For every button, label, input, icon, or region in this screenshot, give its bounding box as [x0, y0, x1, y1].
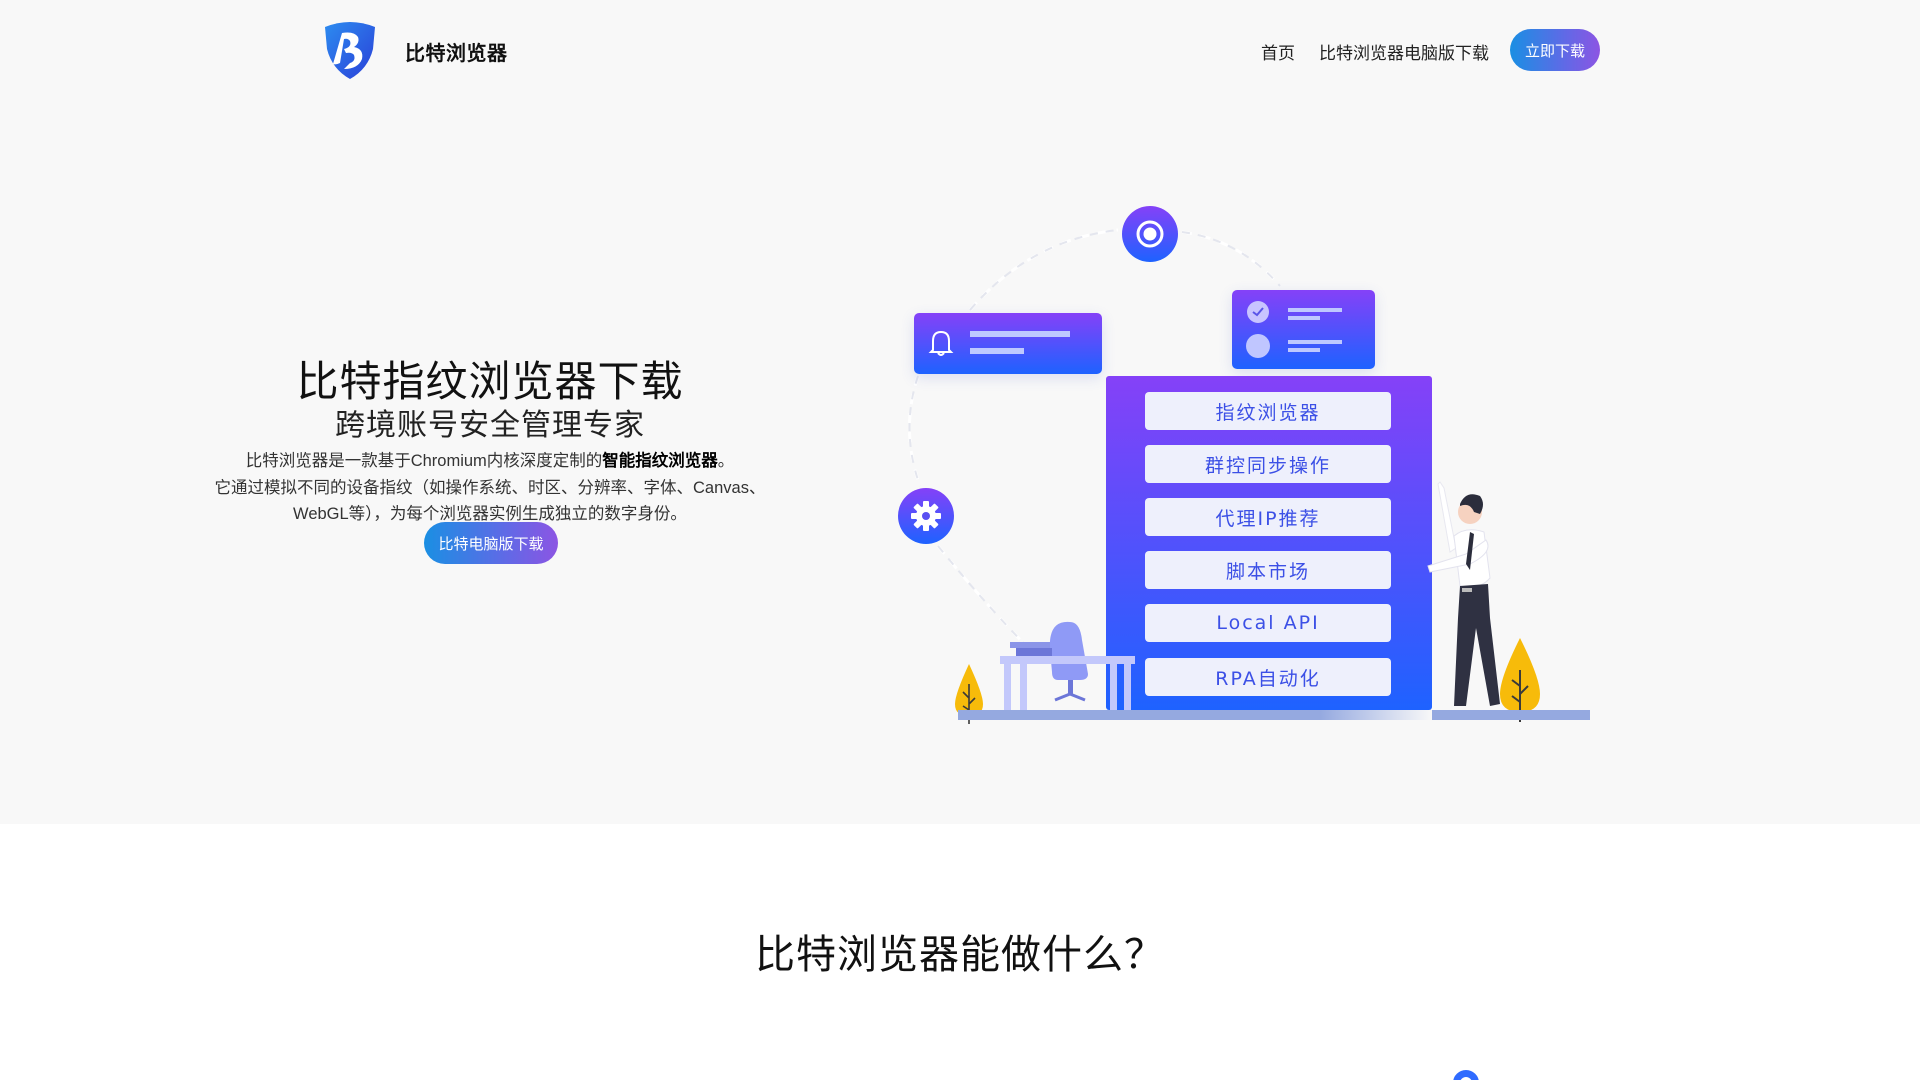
feature-icon-partial	[1453, 1070, 1479, 1080]
desc-line1-prefix: 比特浏览器是一款基于Chromium内核深度定制的	[245, 452, 603, 470]
desc-line3: WebGL等），为每个浏览器实例生成独立的数字身份。	[293, 505, 687, 523]
feature-script-market: 脚本市场	[1145, 551, 1391, 589]
bell-icon	[928, 330, 954, 356]
gear-icon	[898, 488, 954, 544]
desc-line2: 它通过模拟不同的设备指纹（如操作系统、时区、分辨率、字体、Canvas、	[214, 478, 766, 497]
desc-highlight: 智能指纹浏览器	[602, 452, 718, 470]
hero-description: 比特浏览器是一款基于Chromium内核深度定制的智能指纹浏览器。 它通过模拟不…	[190, 448, 790, 528]
target-icon	[1122, 206, 1178, 262]
checklist-card	[1232, 290, 1375, 369]
notification-card	[914, 313, 1102, 374]
feature-group-sync: 群控同步操作	[1145, 445, 1391, 483]
feature-proxy-ip: 代理IP推荐	[1145, 498, 1391, 536]
businessman-illustration	[1427, 481, 1500, 706]
tree-left-icon	[955, 664, 983, 724]
section-title-what-can-do: 比特浏览器能做什么？	[755, 933, 1165, 977]
nav-pc-download[interactable]: 比特浏览器电脑版下载	[1319, 44, 1489, 63]
feature-fingerprint-browser: 指纹浏览器	[1145, 392, 1391, 430]
radio-dot-icon	[1246, 334, 1270, 358]
desc-line1-suffix: 。	[717, 452, 735, 470]
hero-text: 比特指纹浏览器下载 跨境账号安全管理专家 比特浏览器是一款基于Chromium内…	[190, 356, 790, 564]
feature-panel: 指纹浏览器 群控同步操作 代理IP推荐 脚本市场 Local API RPA自动…	[1106, 376, 1432, 710]
ground-fade	[1320, 710, 1432, 720]
feature-rpa: RPA自动化	[1145, 658, 1391, 696]
hero-illustration: 指纹浏览器 群控同步操作 代理IP推荐 脚本市场 Local API RPA自动…	[890, 190, 1610, 730]
tree-right-icon	[1500, 638, 1540, 722]
ground-line	[958, 710, 1590, 720]
nav-home[interactable]: 首页	[1261, 44, 1295, 63]
hero-subtitle: 跨境账号安全管理专家	[335, 409, 645, 442]
hero-title: 比特指纹浏览器下载	[296, 358, 684, 405]
feature-local-api: Local API	[1145, 604, 1391, 642]
desk-chair-illustration	[1000, 621, 1135, 710]
logo-link[interactable]	[320, 19, 380, 81]
pc-download-button[interactable]: 比特电脑版下载	[424, 522, 558, 564]
brand-name: 比特浏览器	[405, 43, 508, 65]
download-now-button[interactable]: 立即下载	[1510, 29, 1600, 71]
bitbrowser-logo-icon	[325, 22, 375, 79]
check-icon	[1247, 301, 1269, 323]
site-header: 比特浏览器 首页 比特浏览器电脑版下载 立即下载	[0, 0, 1920, 100]
